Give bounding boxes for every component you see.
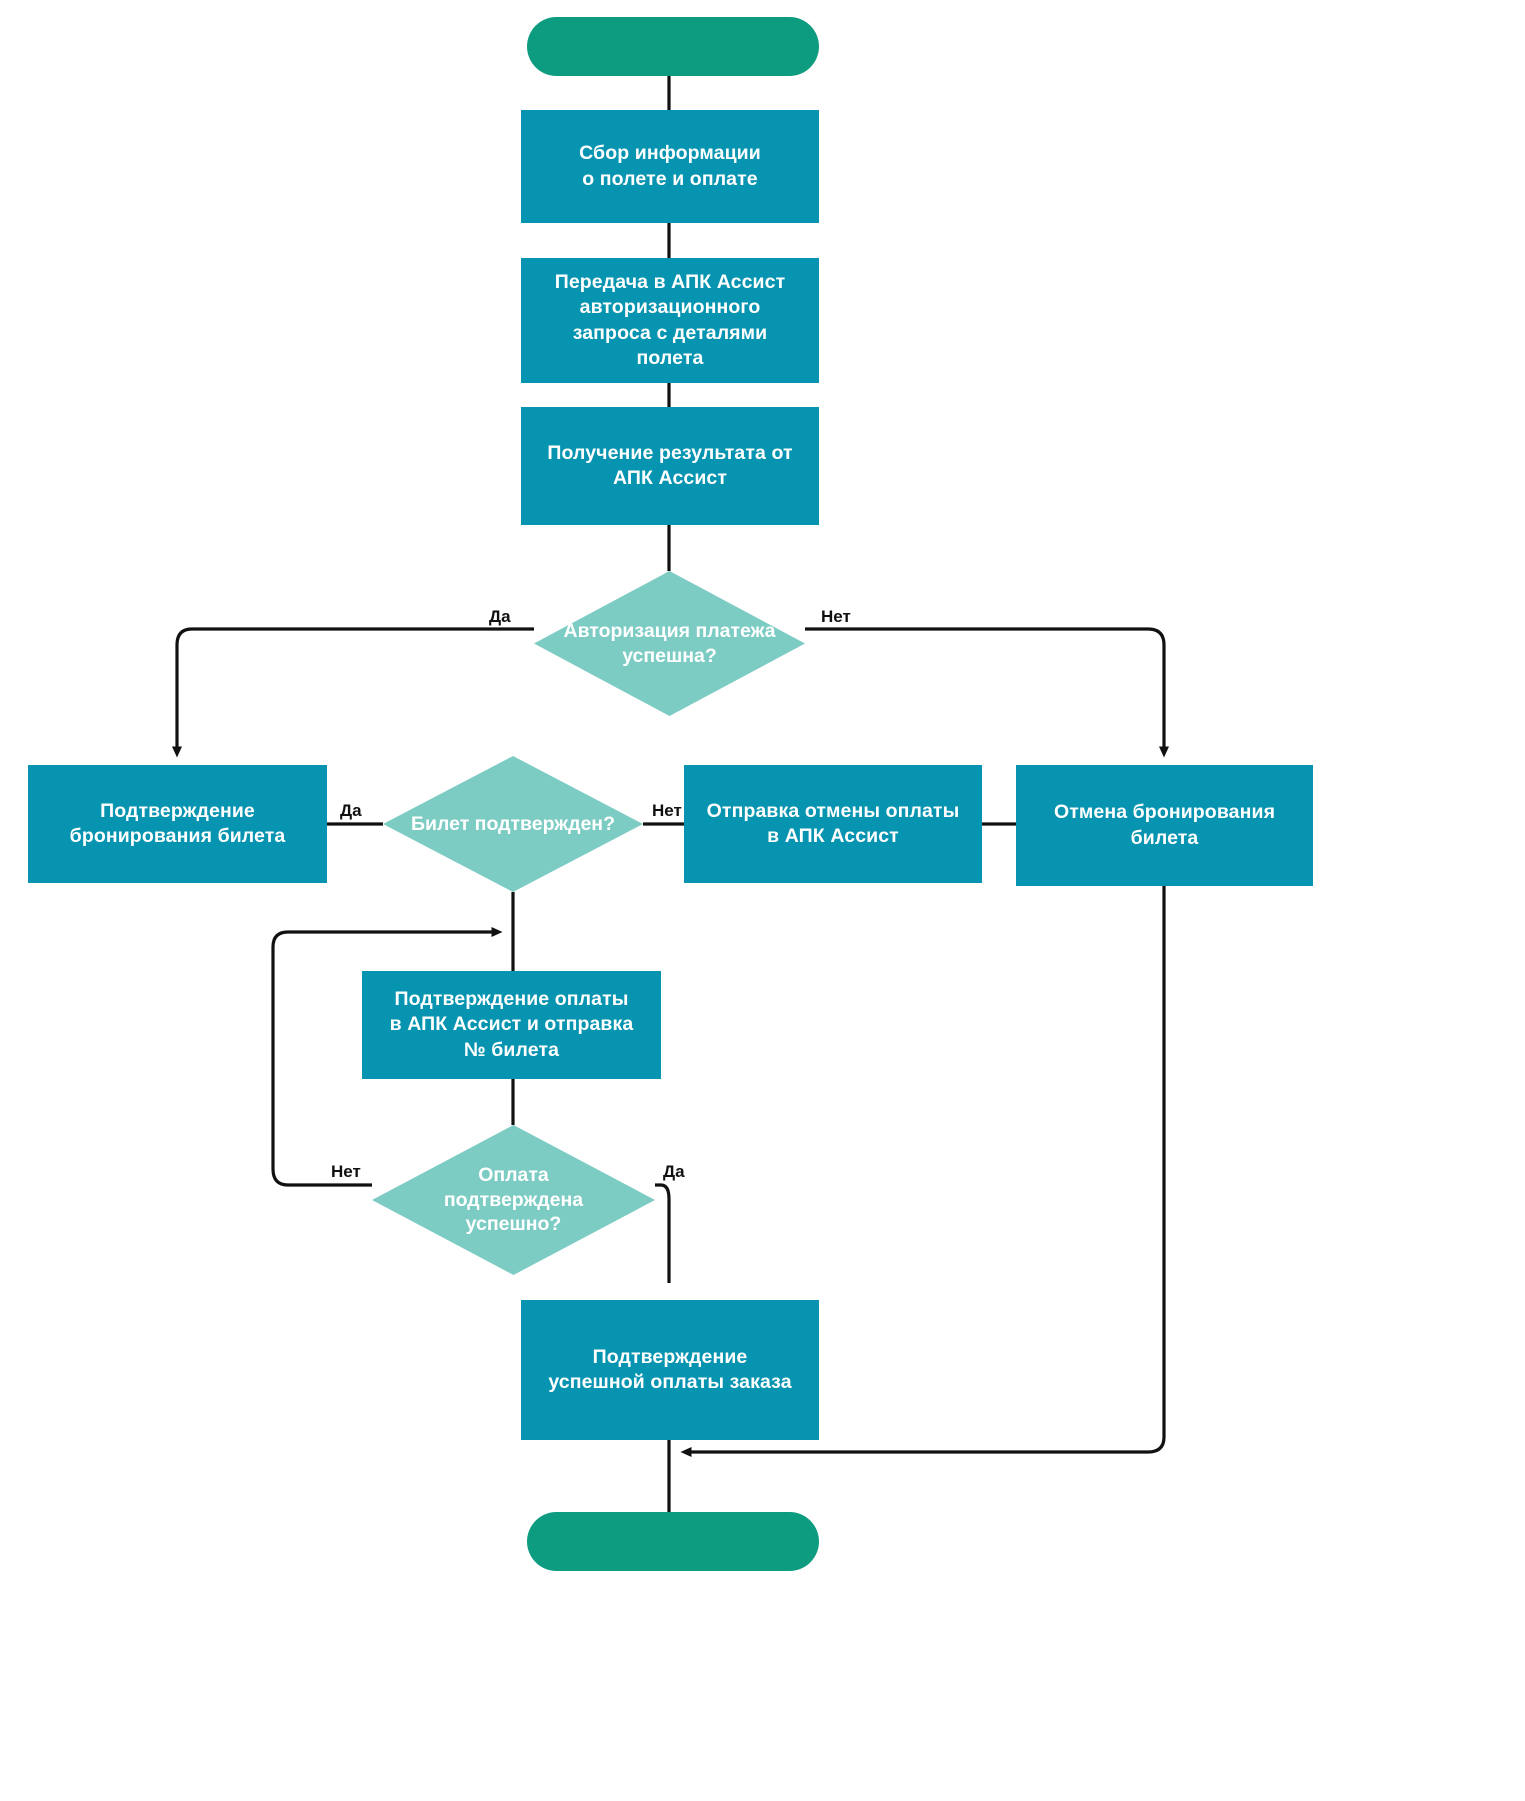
edge-label-ticket-yes: Да bbox=[340, 801, 362, 820]
edge-label-payment-no: Нет bbox=[331, 1162, 361, 1181]
node-receive-result[interactable]: Получение результата от АПК Ассист bbox=[521, 407, 819, 525]
edge-payment-yes bbox=[655, 1183, 671, 1283]
node-confirm-booking[interactable]: Подтверждение бронирования билета bbox=[28, 765, 327, 883]
node-ticket-confirmed-label: Билет подтвержден? bbox=[410, 812, 616, 835]
node-send-cancel-payment[interactable]: Отправка отмены оплаты в АПК Ассист bbox=[684, 765, 982, 883]
node-order-paid[interactable]: Подтверждение успешной оплаты заказа bbox=[521, 1300, 819, 1440]
edge-label-ticket-no: Нет bbox=[652, 801, 682, 820]
node-confirm-payment[interactable]: Подтверждение оплаты в АПК Ассист и отпр… bbox=[362, 971, 661, 1079]
node-collect-info-label: Сбор информации о полете и оплате bbox=[579, 142, 761, 190]
node-order-paid-label: Подтверждение успешной оплаты заказа bbox=[548, 1345, 792, 1393]
edge-auth-yes bbox=[172, 627, 534, 758]
node-end[interactable] bbox=[527, 1512, 819, 1571]
edge-label-auth-no: Нет bbox=[821, 607, 851, 626]
node-send-auth-request[interactable]: Передача в АПК Ассист авторизационного з… bbox=[521, 258, 819, 383]
node-confirm-payment-label: Подтверждение оплаты в АПК Ассист и отпр… bbox=[389, 987, 634, 1061]
node-cancel-booking-label: Отмена бронирования билета bbox=[1053, 801, 1276, 849]
node-confirm-booking-label: Подтверждение бронирования билета bbox=[69, 799, 286, 847]
node-send-auth-request-label: Передача в АПК Ассист авторизационного з… bbox=[554, 270, 786, 369]
node-auth-success[interactable]: Авторизация платежа успешна? bbox=[534, 571, 805, 716]
edge-label-auth-yes: Да bbox=[489, 607, 511, 626]
node-receive-result-label: Получение результата от АПК Ассист bbox=[547, 441, 793, 489]
node-payment-confirmed-label: Оплата подтверждена успешно? bbox=[443, 1163, 584, 1236]
node-start[interactable] bbox=[527, 17, 819, 76]
edge-label-payment-yes: Да bbox=[663, 1162, 685, 1181]
node-collect-info[interactable]: Сбор информации о полете и оплате bbox=[521, 110, 819, 223]
node-ticket-confirmed[interactable]: Билет подтвержден? bbox=[383, 756, 643, 892]
node-auth-success-label: Авторизация платежа успешна? bbox=[563, 619, 776, 667]
edge-auth-no bbox=[805, 627, 1169, 758]
node-payment-confirmed[interactable]: Оплата подтверждена успешно? bbox=[372, 1125, 655, 1275]
node-cancel-booking[interactable]: Отмена бронирования билета bbox=[1016, 765, 1313, 886]
node-send-cancel-payment-label: Отправка отмены оплаты в АПК Ассист bbox=[706, 799, 960, 847]
